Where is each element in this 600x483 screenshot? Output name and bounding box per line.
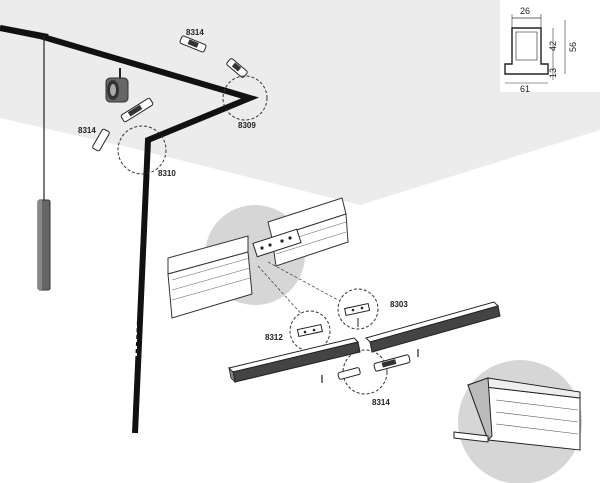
profile-right-section: [267, 197, 349, 267]
dimension-height-inner: 42: [548, 41, 558, 51]
label-8309: 8309: [238, 121, 256, 130]
dimension-width-top: 26: [520, 6, 530, 16]
joint-detail: [167, 197, 349, 319]
pendant-light: [37, 36, 51, 291]
wall-plane: [0, 118, 600, 483]
label-8303: 8303: [390, 300, 408, 309]
connector-8309: [226, 58, 248, 78]
dimension-depth-lower: 13: [548, 68, 558, 78]
profile-left-section: [167, 235, 253, 319]
connector-plate-8303: [337, 288, 379, 330]
label-8314-left: 8314: [78, 126, 96, 135]
detail-circle-8310: [117, 125, 167, 175]
detail-circle-8309: [222, 75, 268, 121]
ceiling-track: [0, 25, 260, 434]
dimension-height-total: 56: [568, 42, 578, 52]
ceiling-wedge: [0, 0, 600, 205]
joint-plate: [252, 228, 302, 258]
spotlight: [105, 68, 129, 103]
label-8314-top: 8314: [186, 28, 204, 37]
corner-detail: [453, 360, 582, 483]
profile-bar-left: [228, 337, 361, 384]
label-8314-bottom: 8314: [372, 398, 390, 407]
label-8312: 8312: [265, 333, 283, 342]
dimension-width-bottom: 61: [520, 84, 530, 94]
wall-track-segments: [132, 213, 137, 356]
label-8310: 8310: [158, 169, 176, 178]
connector-8314-left: [92, 97, 154, 152]
profile-outline: [504, 27, 549, 75]
profile-dimension-drawing: 26 42 56 13 61: [500, 0, 600, 94]
connector-plate-8312: [289, 310, 331, 352]
connector-8314-top: [179, 35, 207, 53]
profile-bar-right: [365, 301, 501, 353]
connector-8314-bottom: [321, 349, 419, 395]
